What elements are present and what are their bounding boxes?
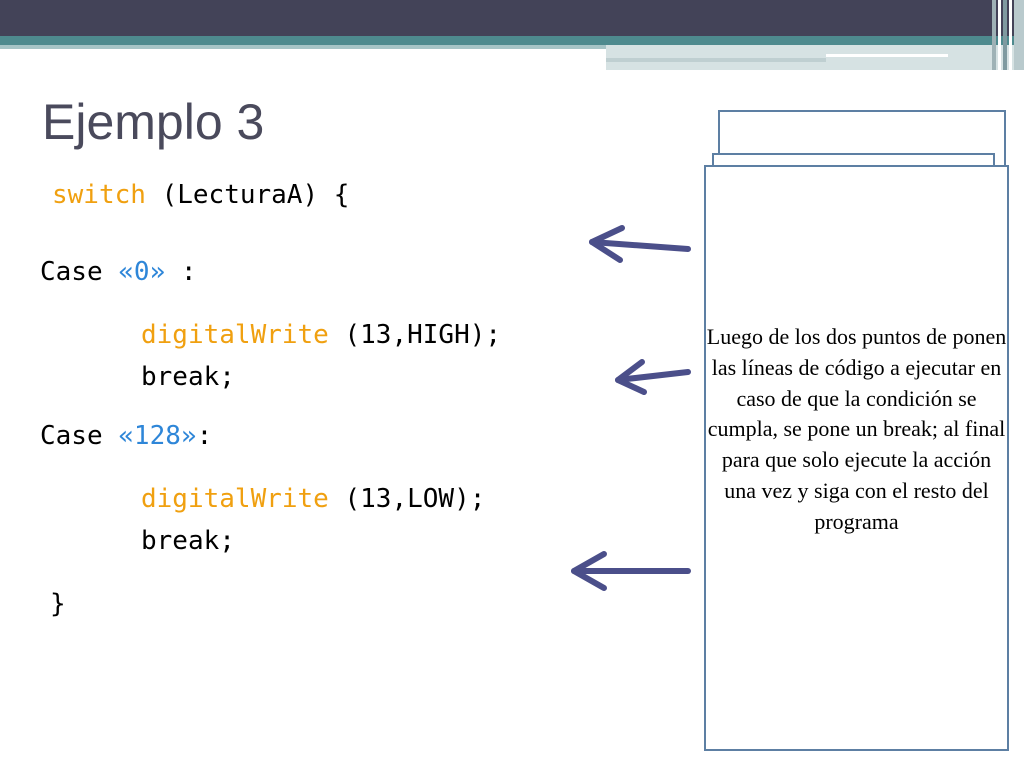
code-line-break-1: break; [141,362,235,392]
code-line-digitalwrite-low: digitalWrite (13,LOW); [141,482,485,516]
arrow-left-icon [589,225,691,263]
case-value: «0» [118,257,166,287]
case-colon: : [165,257,197,287]
header-light-bar [0,45,606,49]
switch-keyword: switch [52,180,146,210]
code-line-switch: switch (LecturaA) { [52,178,349,212]
case-value: «128» [118,421,197,451]
function-args: (13,LOW); [328,484,486,514]
header-right-band [606,45,1024,70]
function-args: (13,HIGH); [328,320,502,350]
header-right-highlight [826,54,948,57]
case-keyword: Case [40,257,119,287]
arrow-left-icon [571,551,691,591]
code-line-break-2: break; [141,526,235,556]
case-keyword: Case [40,421,119,451]
code-line-case-128: Case «128»: [40,419,212,453]
header-dark-bar [0,0,1024,36]
switch-expression: (LecturaA) { [145,180,350,210]
header-vertical-stripes [992,0,1024,70]
case-colon: : [196,421,213,451]
function-name: digitalWrite [141,320,329,350]
arrow-left-icon [615,359,691,395]
code-line-closing-brace: } [50,589,66,619]
header-right-stripe [606,58,826,62]
code-line-digitalwrite-high: digitalWrite (13,HIGH); [141,318,501,352]
code-line-case-0: Case «0» : [40,255,197,289]
note-text: Luego de los dos puntos de ponen las lín… [706,324,1007,534]
header-teal-bar [0,36,1024,45]
slide-title: Ejemplo 3 [42,94,265,150]
function-name: digitalWrite [141,484,329,514]
note-box [704,165,1009,751]
